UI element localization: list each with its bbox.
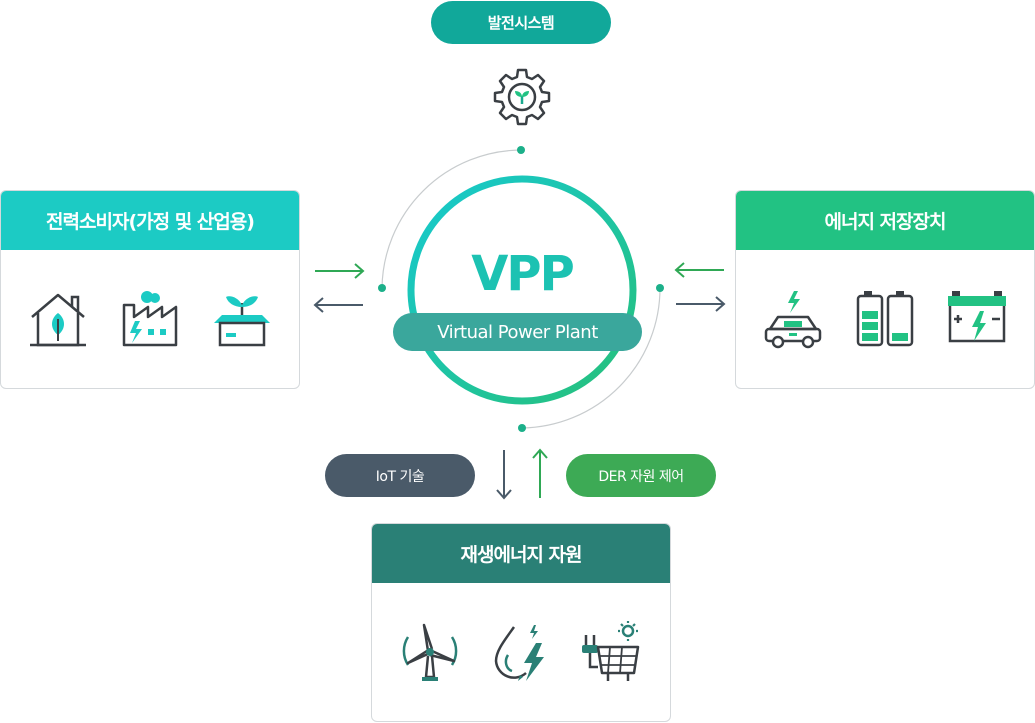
arrow-to-vpp-left <box>315 263 365 279</box>
arrow-from-vpp-right <box>676 296 726 312</box>
arrow-from-vpp-left <box>313 297 363 313</box>
electric-car-icon <box>764 291 822 349</box>
vpp-subtitle: Virtual Power Plant <box>393 313 642 351</box>
factory-icon <box>122 291 178 347</box>
arrow-to-vpp-right <box>674 262 724 278</box>
gear-leaf-icon <box>493 68 551 126</box>
consumer-card-title: 전력소비자(가정 및 산업용) <box>1 191 299 250</box>
vpp-title: VPP <box>471 246 575 302</box>
renewable-card-title: 재생에너지 자원 <box>372 524 670 583</box>
wind-turbine-icon <box>402 623 458 681</box>
orbit-arc-left <box>381 149 522 289</box>
solar-panel-icon <box>582 621 640 681</box>
renewable-card: 재생에너지 자원 <box>371 523 671 722</box>
house-leaf-icon <box>30 293 86 347</box>
der-control-label: DER 자원 제어 <box>566 454 716 497</box>
car-battery-icon <box>948 291 1006 343</box>
arrow-down <box>496 450 512 500</box>
arrow-up <box>532 448 548 498</box>
batteries-icon <box>856 291 914 347</box>
vpp-ring <box>407 175 637 405</box>
iot-technology-label: IoT 기술 <box>325 454 475 497</box>
water-power-icon <box>494 625 544 681</box>
consumer-card: 전력소비자(가정 및 산업용) <box>0 190 300 389</box>
generation-system-label: 발전시스템 <box>431 1 611 44</box>
orbit-arc-right <box>521 287 661 429</box>
storage-card-title: 에너지 저장장치 <box>736 191 1034 250</box>
plant-box-icon <box>214 296 270 347</box>
storage-card: 에너지 저장장치 <box>735 190 1035 389</box>
